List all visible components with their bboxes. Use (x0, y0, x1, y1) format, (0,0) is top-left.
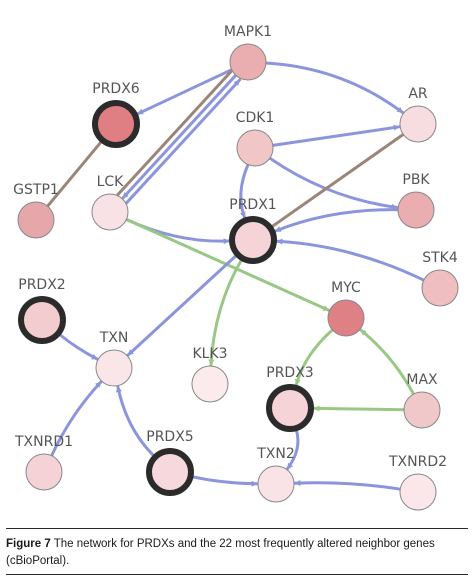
edge-mapk1-to-lck (121, 73, 238, 200)
node-txnrd1-label: TXNRD1 (14, 434, 73, 450)
node-prdx5-circle[interactable] (146, 448, 194, 496)
node-myc-circle[interactable] (327, 299, 365, 337)
edge-layer (46, 61, 426, 491)
caption-figure-number: Figure 7 (6, 538, 51, 550)
edge-mapk1-to-prdx6 (136, 68, 234, 116)
node-mapk1-label: MAPK1 (224, 24, 272, 40)
node-txnrd2[interactable]: TXNRD2 (388, 454, 447, 511)
node-klk3-circle[interactable] (191, 365, 229, 403)
node-prdx6-label: PRDX6 (92, 81, 140, 97)
node-prdx1[interactable]: PRDX1 (229, 197, 277, 264)
edge-prdx1-to-txn (126, 254, 238, 357)
edge-prdx1-to-klk3 (208, 258, 243, 367)
edge-mapk1-to-ar (264, 61, 405, 115)
node-txn2-circle[interactable] (257, 465, 295, 503)
edge-myc-to-prdx3 (294, 328, 334, 387)
node-lck[interactable]: LCK (91, 174, 129, 231)
edge-lck-to-mapk1 (116, 70, 233, 197)
node-ar-label: AR (408, 86, 428, 102)
edge-pbk-to-prdx1 (273, 208, 400, 233)
node-prdx2-circle[interactable] (18, 296, 66, 344)
node-prdx2-label: PRDX2 (18, 277, 65, 293)
node-txn[interactable]: TXN (95, 330, 133, 387)
edge-txnrd1-to-txn (50, 380, 103, 458)
node-max-circle[interactable] (403, 391, 441, 429)
node-lck-label: LCK (97, 174, 125, 190)
node-txnrd2-label: TXNRD2 (388, 454, 447, 470)
node-gstp1-circle[interactable] (17, 201, 55, 239)
edge-prdx5-to-txn2 (191, 475, 259, 487)
node-prdx3-circle[interactable] (266, 384, 314, 432)
node-txn2[interactable]: TXN2 (256, 446, 295, 503)
node-ar-circle[interactable] (399, 105, 437, 143)
edge-prdx5-to-txn (115, 385, 156, 458)
edge-cdk1-to-prdx1 (239, 163, 250, 219)
node-pbk-label: PBK (402, 172, 430, 188)
node-mapk1[interactable]: MAPK1 (224, 24, 272, 81)
node-myc[interactable]: MYC (327, 280, 365, 337)
edge-prdx2-to-txn (58, 333, 99, 361)
edge-stk4-to-prdx1 (275, 238, 426, 282)
node-txn2-label: TXN2 (256, 446, 295, 462)
node-txn-circle[interactable] (95, 349, 133, 387)
node-prdx3-label: PRDX3 (266, 365, 313, 381)
node-prdx3[interactable]: PRDX3 (266, 365, 314, 432)
node-prdx1-label: PRDX1 (229, 197, 276, 213)
node-cdk1[interactable]: CDK1 (236, 110, 275, 167)
edge-max-to-prdx3 (312, 405, 406, 412)
edge-prdx6-to-gstp1 (46, 140, 103, 207)
node-txnrd1[interactable]: TXNRD1 (14, 434, 73, 491)
node-stk4-label: STK4 (422, 250, 458, 266)
edge-max-to-myc (359, 328, 415, 396)
node-prdx1-circle[interactable] (229, 216, 277, 264)
node-mapk1-circle[interactable] (229, 43, 267, 81)
node-prdx6-circle[interactable] (92, 100, 140, 148)
edge-cdk1-to-pbk (268, 156, 399, 210)
node-prdx6[interactable]: PRDX6 (92, 81, 140, 148)
node-max-label: MAX (406, 372, 438, 388)
node-cdk1-circle[interactable] (236, 129, 274, 167)
node-ar[interactable]: AR (399, 86, 437, 143)
caption-top-rule (6, 528, 468, 529)
node-cdk1-label: CDK1 (236, 110, 275, 126)
node-myc-label: MYC (331, 280, 361, 296)
node-klk3[interactable]: KLK3 (191, 346, 229, 403)
edge-cdk1-to-ar (271, 124, 401, 147)
node-prdx2[interactable]: PRDX2 (18, 277, 66, 344)
node-pbk-circle[interactable] (397, 191, 435, 229)
figure-caption: Figure 7 The network for PRDXs and the 2… (6, 536, 468, 570)
node-txn-label: TXN (99, 330, 129, 346)
edge-lck-to-prdx1 (124, 218, 231, 245)
node-gstp1-label: GSTP1 (13, 182, 59, 198)
node-prdx5-label: PRDX5 (146, 429, 193, 445)
node-prdx5[interactable]: PRDX5 (146, 429, 194, 496)
node-lck-circle[interactable] (91, 193, 129, 231)
edge-lck-to-mapk1 (125, 78, 242, 205)
caption-text: The network for PRDXs and the 22 most fr… (6, 538, 435, 567)
node-pbk[interactable]: PBK (397, 172, 435, 229)
node-stk4[interactable]: STK4 (421, 250, 459, 307)
caption-bottom-rule (6, 574, 468, 575)
node-gstp1[interactable]: GSTP1 (13, 182, 59, 239)
node-txnrd2-circle[interactable] (399, 473, 437, 511)
edge-ar-to-prdx1 (271, 132, 405, 228)
edge-txnrd2-to-txn2 (293, 479, 402, 491)
node-klk3-label: KLK3 (192, 346, 227, 362)
node-txnrd1-circle[interactable] (25, 453, 63, 491)
node-stk4-circle[interactable] (421, 269, 459, 307)
edge-prdx3-to-txn2 (285, 428, 300, 471)
node-max[interactable]: MAX (403, 372, 441, 429)
